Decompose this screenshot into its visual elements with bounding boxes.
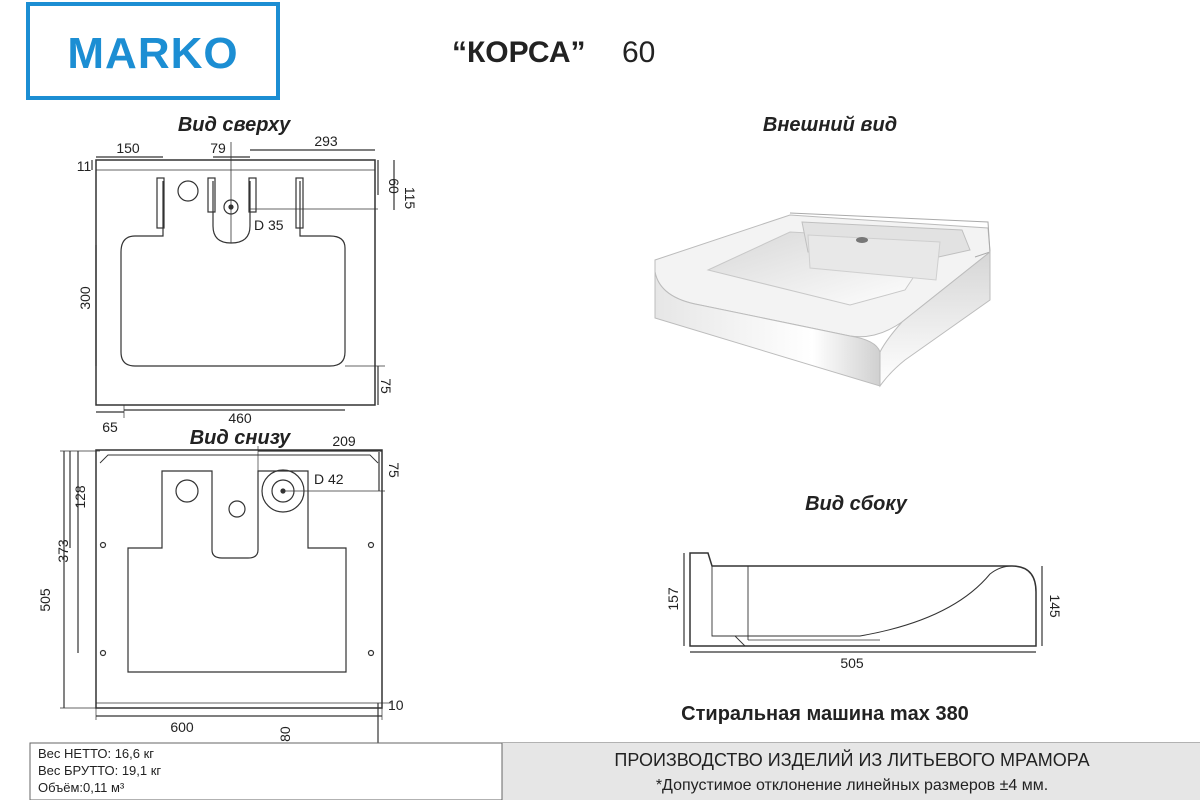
side-view-drawing [683, 552, 1043, 653]
model-size: 60 [622, 36, 655, 69]
tolerance-note: *Допустимое отклонение линейных размеров… [656, 777, 1048, 794]
top-view-dimensions: 150 79 293 11 60 115 D 35 300 75 460 65 [77, 133, 418, 435]
net-weight: Вес НЕТТО: 16,6 кг [38, 746, 154, 761]
dim-label: 11 [77, 158, 92, 174]
bottom-view-dimensions: 209 75 D 42 128 373 505 10 600 380 [37, 433, 404, 750]
model-name: “КОРСА” [452, 36, 586, 69]
dim-label: 157 [665, 587, 681, 611]
dim-label: 373 [55, 539, 71, 563]
dim-label: 75 [378, 378, 394, 394]
mounting-hole-icon [99, 649, 107, 657]
dim-label: 209 [332, 433, 356, 449]
top-view-drawing [91, 142, 395, 418]
drain-hole-icon [228, 500, 246, 518]
hole-diameter-label: D 42 [314, 471, 344, 487]
dim-label: 600 [170, 719, 194, 735]
mounting-hole-icon [99, 541, 107, 549]
overflow-hole-icon [175, 479, 199, 503]
dim-label: 300 [77, 286, 93, 310]
dim-label: 460 [228, 410, 252, 426]
production-banner: ПРОИЗВОДСТВО ИЗДЕЛИЙ ИЗ ЛИТЬЕВОГО МРАМОР… [614, 749, 1089, 770]
footer: Вес НЕТТО: 16,6 кг Вес БРУТТО: 19,1 кг О… [29, 742, 1200, 800]
side-view-title: Вид сбоку [805, 493, 908, 515]
dim-label: 60 [386, 178, 402, 194]
mounting-hole-icon [367, 649, 375, 657]
dim-label: 115 [402, 187, 418, 210]
tap-hole-icon [856, 237, 868, 243]
dim-label: 293 [314, 133, 338, 149]
dim-label: 145 [1047, 594, 1063, 618]
appearance-view-title: Внешний вид [763, 114, 897, 136]
top-view-title: Вид сверху [178, 114, 291, 136]
side-view-dimensions: 157 145 505 [665, 587, 1063, 671]
volume: Объём:0,11 м³ [38, 780, 125, 795]
sink-3d-render [654, 212, 991, 388]
dim-label: 75 [386, 462, 402, 478]
mounting-hole-icon [367, 541, 375, 549]
bottom-view-drawing [60, 446, 392, 746]
bottom-view-title: Вид снизу [190, 427, 291, 449]
dim-label: 150 [116, 140, 140, 156]
hole-diameter-label: D 35 [254, 217, 284, 233]
dim-label: 79 [210, 140, 226, 156]
brand-logo-text: MARKO [67, 29, 238, 78]
brand-logo: MARKO [26, 2, 280, 100]
overflow-hole-icon [177, 180, 199, 202]
gross-weight: Вес БРУТТО: 19,1 кг [38, 763, 161, 778]
dim-label: 128 [72, 485, 88, 509]
dim-label: 505 [840, 655, 864, 671]
washing-machine-note: Стиральная машина max 380 [681, 703, 969, 725]
dim-label: 10 [388, 697, 404, 713]
dim-label: 505 [37, 588, 53, 612]
dim-label: 65 [102, 419, 118, 435]
